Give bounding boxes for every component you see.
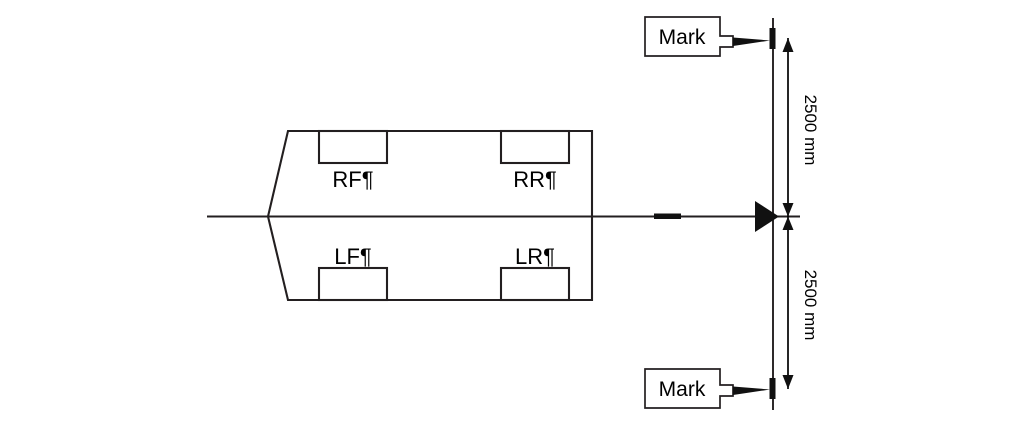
- callout-mark-top-group[interactable]: Mark: [644, 16, 770, 57]
- wheel-box-right-rear: [499, 129, 571, 165]
- wheel-label-left-rear: LR¶: [515, 244, 555, 269]
- center-triangle-marker: [755, 201, 779, 232]
- dimension-arrow-upper-top: [782, 38, 794, 52]
- dimension-label-upper: 2500 mm: [801, 95, 820, 166]
- mark-tick-top: [769, 28, 776, 49]
- callout-label-mark-bottom: Mark: [659, 378, 706, 401]
- callout-label-mark-top: Mark: [659, 26, 706, 49]
- dimension-label-lower: 2500 mm: [801, 270, 820, 341]
- center-marker-group: [755, 201, 779, 232]
- wheel-labels-group: RF¶ RR¶ LF¶ LR¶: [332, 167, 556, 269]
- wheel-label-right-front: RF¶: [332, 167, 373, 192]
- wheel-label-right-rear: RR¶: [513, 167, 557, 192]
- callout-box-mark-top[interactable]: [644, 16, 734, 57]
- dimension-lines-group: [782, 38, 794, 389]
- wheel-label-left-front: LF¶: [334, 244, 372, 269]
- callout-leader-mark-top: [733, 37, 770, 46]
- dimension-labels-group: 2500 mm 2500 mm: [801, 95, 820, 341]
- mark-tick-bottom: [769, 378, 776, 399]
- wheel-box-left-rear: [499, 266, 571, 302]
- wheel-box-right-front: [317, 129, 389, 165]
- callout-box-mark-bottom[interactable]: [644, 368, 734, 409]
- centerline-group: [207, 213, 800, 219]
- callout-mark-bottom-group[interactable]: Mark: [644, 368, 770, 409]
- wheel-boxes-group: [317, 129, 571, 302]
- centerline-tick-dash: [654, 213, 681, 219]
- callout-leader-mark-bottom: [733, 386, 770, 395]
- wheel-box-left-front: [317, 266, 389, 302]
- dimension-arrow-lower-top: [782, 216, 794, 230]
- dimension-arrow-upper-bottom: [782, 203, 794, 217]
- dimension-arrow-lower-bottom: [782, 375, 794, 389]
